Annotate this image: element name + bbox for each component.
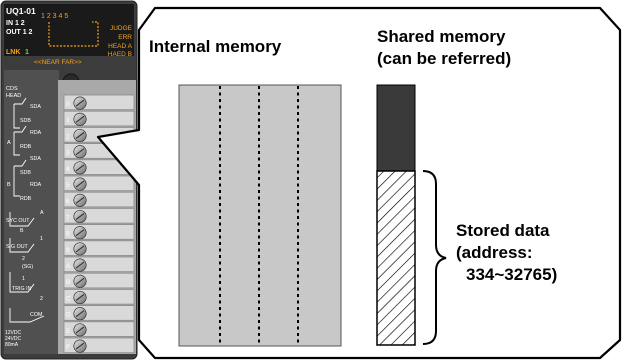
module-model-label: UQ1-01 bbox=[6, 6, 36, 16]
head-side-letter: B bbox=[7, 182, 11, 188]
terminal-slot-label: D bbox=[66, 312, 71, 319]
terminal-label: 2 bbox=[40, 296, 43, 302]
terminal-bracket-line bbox=[14, 159, 27, 167]
terminal-slot-label: C bbox=[66, 295, 71, 302]
module-head-b-label: HAED B bbox=[108, 51, 132, 58]
terminal-screw-slot bbox=[75, 180, 85, 188]
terminal-slot-label: A bbox=[66, 263, 71, 270]
terminal-bracket-line bbox=[13, 166, 20, 197]
terminal-label: RDA bbox=[30, 130, 42, 136]
terminal-label: 1 bbox=[22, 276, 25, 282]
module-led-bracket bbox=[48, 21, 99, 47]
terminal-screw-slot bbox=[75, 342, 85, 350]
terminal-label: 2 bbox=[22, 256, 25, 262]
stored-data-title: Stored data bbox=[456, 221, 550, 240]
module-head-a-label: HEAD A bbox=[108, 43, 133, 50]
terminal-slot-label: 6 bbox=[66, 198, 70, 205]
terminal-screw-slot bbox=[75, 310, 85, 318]
terminal-screw-slot bbox=[75, 196, 85, 204]
power-rating-label: 12VDC bbox=[5, 330, 22, 336]
shared-memory-stored-area bbox=[376, 170, 416, 346]
callout-panel bbox=[96, 6, 622, 360]
module-near-far-label: <<NEAR FAR>> bbox=[34, 59, 82, 66]
module-terminal-brackets bbox=[9, 97, 45, 323]
stored-data-address-label: (address: bbox=[456, 243, 533, 262]
terminal-bracket-line bbox=[9, 272, 35, 293]
terminal-bracket-line bbox=[9, 308, 45, 323]
module-out-label: OUT 1 2 bbox=[6, 29, 33, 36]
stored-data-address-range: 334~32765) bbox=[466, 265, 557, 284]
terminal-screw-slot bbox=[75, 99, 85, 107]
module-lnk-label: LNK bbox=[6, 49, 20, 56]
terminal-label: A bbox=[40, 210, 44, 216]
module-err-label: ERR bbox=[118, 34, 132, 41]
terminal-slot-label: 2 bbox=[66, 133, 70, 140]
module-display-panel bbox=[4, 4, 134, 56]
internal-memory-title: Internal memory bbox=[149, 37, 282, 56]
terminal-slot-label: 9 bbox=[66, 247, 70, 254]
internal-memory-block bbox=[178, 84, 342, 347]
terminal-label: RDB bbox=[20, 196, 32, 202]
module-led-numbers: 1 2 3 4 5 bbox=[41, 13, 68, 20]
terminal-bracket-line bbox=[13, 104, 20, 129]
terminal-slot-label: B bbox=[66, 279, 70, 286]
terminal-slot-label: 3 bbox=[66, 150, 70, 157]
terminal-slot-label: F bbox=[66, 344, 70, 351]
shared-memory-title: Shared memory bbox=[377, 27, 506, 46]
power-rating-label: 24VDC bbox=[5, 336, 22, 342]
terminal-slot-label: 0 bbox=[66, 101, 70, 108]
module-lnk-value: 1 bbox=[25, 49, 29, 56]
terminal-screw-slot bbox=[75, 164, 85, 172]
terminal-slot-label: 8 bbox=[66, 231, 70, 238]
terminal-label: (SG) bbox=[22, 264, 33, 270]
terminal-bracket-line bbox=[14, 97, 27, 105]
stored-data-brace bbox=[422, 170, 447, 345]
terminal-screw-slot bbox=[75, 294, 85, 301]
terminal-screw-slot bbox=[75, 229, 85, 237]
module-in-label: IN 1 2 bbox=[6, 20, 25, 27]
terminal-screw-slot bbox=[75, 326, 85, 334]
terminal-label: TRIG IN bbox=[12, 286, 32, 292]
module-judge-label: JUDGE bbox=[110, 25, 133, 32]
terminal-slot-label: 1 bbox=[66, 117, 70, 124]
shared-memory-reserved-area bbox=[376, 84, 416, 172]
terminal-screw-slot bbox=[75, 115, 85, 123]
terminal-label: SDA bbox=[30, 104, 41, 110]
terminal-label: 1 bbox=[40, 236, 43, 242]
terminal-label: B bbox=[20, 228, 24, 234]
terminal-screw-slot bbox=[75, 277, 85, 285]
terminal-label: SDA bbox=[30, 156, 41, 162]
head-side-letter: A bbox=[7, 140, 11, 146]
module-label-strip bbox=[4, 70, 59, 354]
cds-head-label: HEAD bbox=[6, 93, 21, 99]
terminal-label: SYC OUT bbox=[6, 218, 30, 224]
terminal-screw-slot bbox=[75, 245, 85, 253]
io-module: UQ1-01 IN 1 2 OUT 1 2 1 2 3 4 5 JUDGE ER… bbox=[0, 0, 138, 360]
terminal-label: SIG OUT bbox=[6, 244, 29, 250]
power-rating-label: 80mA bbox=[5, 342, 19, 348]
terminal-label: SDB bbox=[20, 118, 31, 124]
cds-head-label: CDS bbox=[6, 86, 18, 92]
terminal-screw-slot bbox=[75, 132, 85, 139]
terminal-label: RDA bbox=[30, 182, 42, 188]
terminal-slot-label: 4 bbox=[66, 166, 70, 173]
terminal-bracket-line bbox=[14, 125, 27, 133]
terminal-label: RDB bbox=[20, 144, 32, 150]
terminal-slot-label: E bbox=[66, 328, 71, 335]
terminal-screw-slot bbox=[75, 148, 85, 156]
terminal-screw-slot bbox=[75, 261, 85, 269]
terminal-bracket-line bbox=[9, 212, 35, 227]
shared-memory-subtitle: (can be referred) bbox=[377, 49, 511, 68]
terminal-label: SDB bbox=[20, 170, 31, 176]
terminal-bracket-line bbox=[13, 132, 20, 156]
terminal-slot-label: 5 bbox=[66, 182, 70, 189]
terminal-bracket-line bbox=[9, 238, 35, 253]
terminal-screw-slot bbox=[75, 213, 85, 220]
terminal-slot-label: 7 bbox=[66, 214, 70, 221]
terminal-label: COM bbox=[30, 312, 42, 318]
